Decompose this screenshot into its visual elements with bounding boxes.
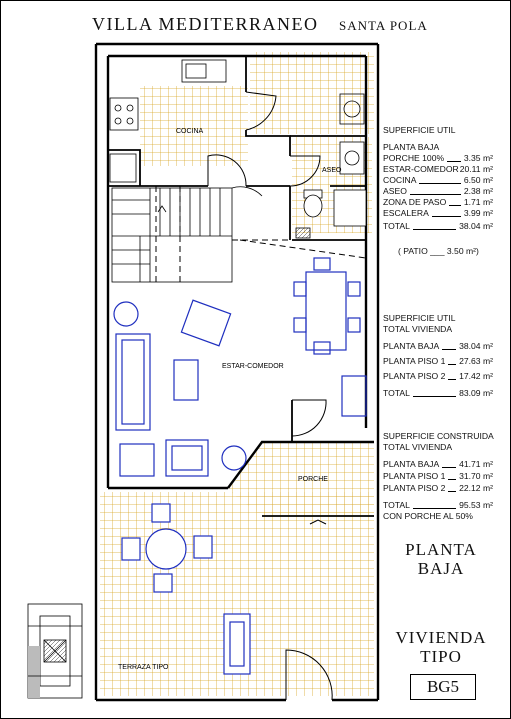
leader-line	[448, 364, 456, 365]
room-label-cocina: COCINA	[176, 128, 204, 135]
leader-line	[413, 229, 456, 230]
util-floor: PLANTA BAJA	[383, 142, 440, 152]
terrace-furniture	[121, 503, 251, 675]
kitchen-fixtures	[109, 59, 365, 183]
leader-line	[449, 205, 461, 206]
room-label-terraza: TERRAZA TIPO	[118, 664, 169, 671]
util-total-subheading: TOTAL VIVIENDA	[383, 324, 453, 334]
walls	[94, 42, 380, 702]
leader-line	[413, 508, 456, 509]
key-plan	[27, 603, 83, 699]
project-location: SANTA POLA	[339, 18, 428, 33]
util-total-heading: SUPERFICIE UTIL	[383, 313, 456, 323]
construida-subheading: TOTAL VIVIENDA	[383, 442, 453, 452]
room-label-aseo: ASEO	[322, 167, 342, 174]
project-title: VILLA MEDITERRANEO	[92, 14, 319, 34]
doors	[207, 91, 333, 701]
leader-line	[448, 479, 456, 480]
leader-line	[442, 467, 456, 468]
room-label-porche: PORCHE	[298, 476, 328, 483]
leader-line	[419, 183, 461, 184]
construida-table: SUPERFICIE CONSTRUIDA TOTAL VIVIENDA PLA…	[383, 431, 494, 522]
util-heading: SUPERFICIE UTIL	[383, 125, 456, 135]
interior-walls	[108, 56, 374, 517]
construida-heading: SUPERFICIE CONSTRUIDA	[383, 431, 494, 441]
room-label-estar: ESTAR-COMEDOR	[222, 363, 284, 370]
staircase	[111, 186, 263, 283]
leader-line	[448, 491, 456, 492]
dining-set	[293, 257, 361, 355]
unit-code-box: BG5	[410, 674, 476, 700]
type-label-line2: TIPO	[420, 647, 462, 666]
leader-line	[413, 396, 456, 397]
type-label-line1: VIVIENDA	[395, 628, 487, 647]
util-total-table: SUPERFICIE UTIL TOTAL VIVIENDA PLANTA BA…	[383, 313, 493, 399]
leader-line	[448, 379, 456, 380]
type-label: VIVIENDA TIPO	[366, 628, 511, 666]
util-table: SUPERFICIE UTIL PLANTA BAJA PORCHE 100%3…	[383, 125, 493, 232]
leader-line	[447, 161, 461, 162]
patio-area: ( PATIO ___ 3.50 m²)	[398, 246, 479, 256]
floor-label: PLANTA BAJA	[366, 540, 511, 578]
leader-line	[410, 194, 461, 195]
aseo-fixtures	[295, 141, 367, 239]
yard-floor-tiles	[250, 52, 374, 134]
table-row-note: CON PORCHE AL 50%	[383, 511, 473, 521]
kitchen-floor-tiles	[140, 86, 248, 166]
floor-label-line1: PLANTA	[405, 540, 477, 559]
leader-line	[442, 349, 456, 350]
table-row: PORCHE 100%3.35 m²	[383, 153, 493, 163]
living-furniture	[113, 299, 367, 477]
leader-line	[432, 216, 461, 217]
floor-label-line2: BAJA	[417, 559, 465, 578]
